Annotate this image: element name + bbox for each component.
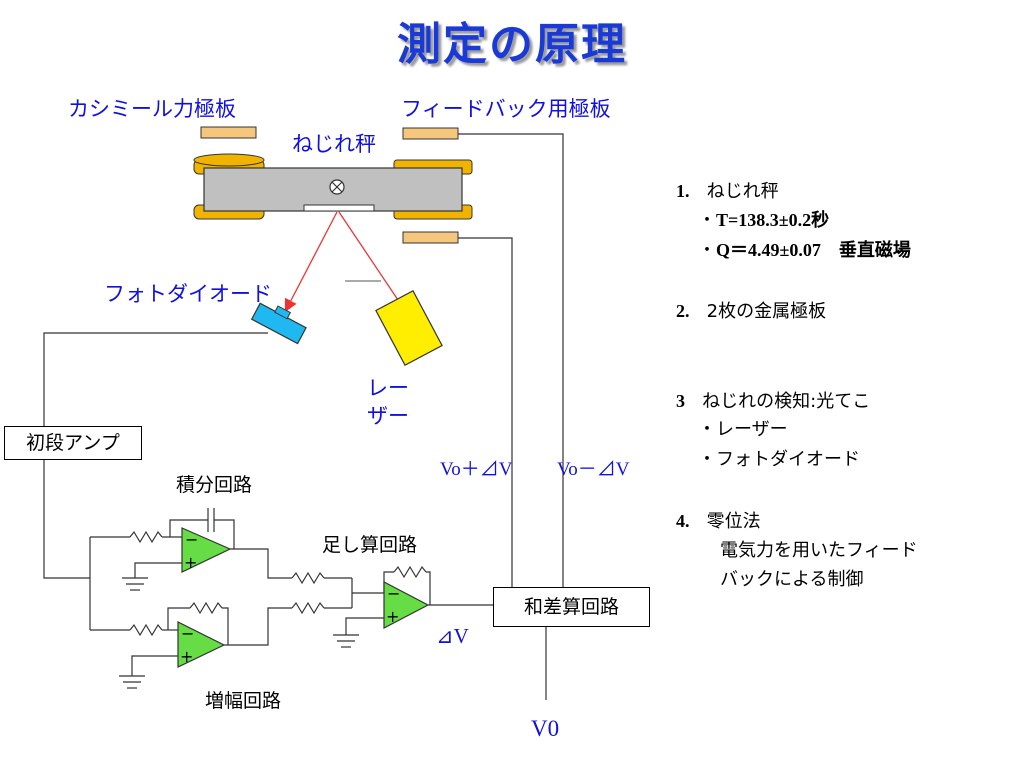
sum-diff-circuit-box: 和差算回路 <box>493 587 650 627</box>
note-2: 2. 2枚の金属極板 <box>676 301 827 322</box>
note-4-line1: 電気力を用いたフィード <box>720 540 918 561</box>
v0-label: V0 <box>531 716 560 741</box>
vo-plus-label: Vo＋⊿V <box>440 459 513 480</box>
svg-text:+: + <box>184 553 197 572</box>
svg-text:−: − <box>387 584 400 603</box>
torsion-balance-label: ねじれ秤 <box>292 132 376 156</box>
photodiode-label: フォトダイオード <box>104 282 272 306</box>
note-1: 1. ねじれ秤 <box>676 181 779 202</box>
laser-label-line1: レー <box>367 376 409 400</box>
note-1-bullet-t: ・T=138.3±0.2秒 <box>698 210 830 231</box>
laser-icon <box>375 289 443 367</box>
svg-text:+: + <box>180 647 193 666</box>
integrator-opamp <box>181 527 232 573</box>
page-title: 測定の原理 <box>397 19 627 70</box>
laser-label-line2: ザー <box>367 404 409 428</box>
op-amps: − + − + − + <box>177 527 430 668</box>
feedback-plate-top <box>402 127 459 140</box>
laser-beam-reflected <box>284 211 338 313</box>
casimir-plate-label: カシミール力極板 <box>68 97 236 121</box>
svg-text:−: − <box>185 530 198 549</box>
vo-minus-label: Vo－⊿V <box>557 459 630 480</box>
note-4: 4. 零位法 <box>676 511 761 532</box>
svg-text:+: + <box>386 607 399 626</box>
svg-text:−: − <box>181 624 194 643</box>
adder-opamp <box>383 581 430 629</box>
preamp-box: 初段アンプ <box>4 426 142 460</box>
laser-beam-incident <box>338 211 399 301</box>
adder-label: 足し算回路 <box>322 534 418 556</box>
amplifier-opamp <box>177 621 226 668</box>
photodiode-icon <box>250 302 307 345</box>
feedback-plate-label: フィードバック用極板 <box>401 97 611 121</box>
amplifier-label: 増幅回路 <box>205 690 282 712</box>
note-4-line2: バックによる制御 <box>720 569 864 590</box>
torsion-balance <box>193 153 473 220</box>
note-3-bullet-laser: ・レーザー <box>698 419 788 440</box>
delta-v-label: ⊿V <box>436 624 469 648</box>
casimir-plate <box>200 126 257 139</box>
note-1-bullet-q: ・Q＝4.49±0.07 垂直磁場 <box>698 240 911 261</box>
integrator-label: 積分回路 <box>176 474 253 496</box>
circuit-wires <box>43 133 564 700</box>
note-3-bullet-photodiode: ・フォトダイオード <box>698 449 860 470</box>
feedback-plate-bottom <box>402 231 459 244</box>
note-3: 3 ねじれの検知:光てこ <box>676 391 871 412</box>
